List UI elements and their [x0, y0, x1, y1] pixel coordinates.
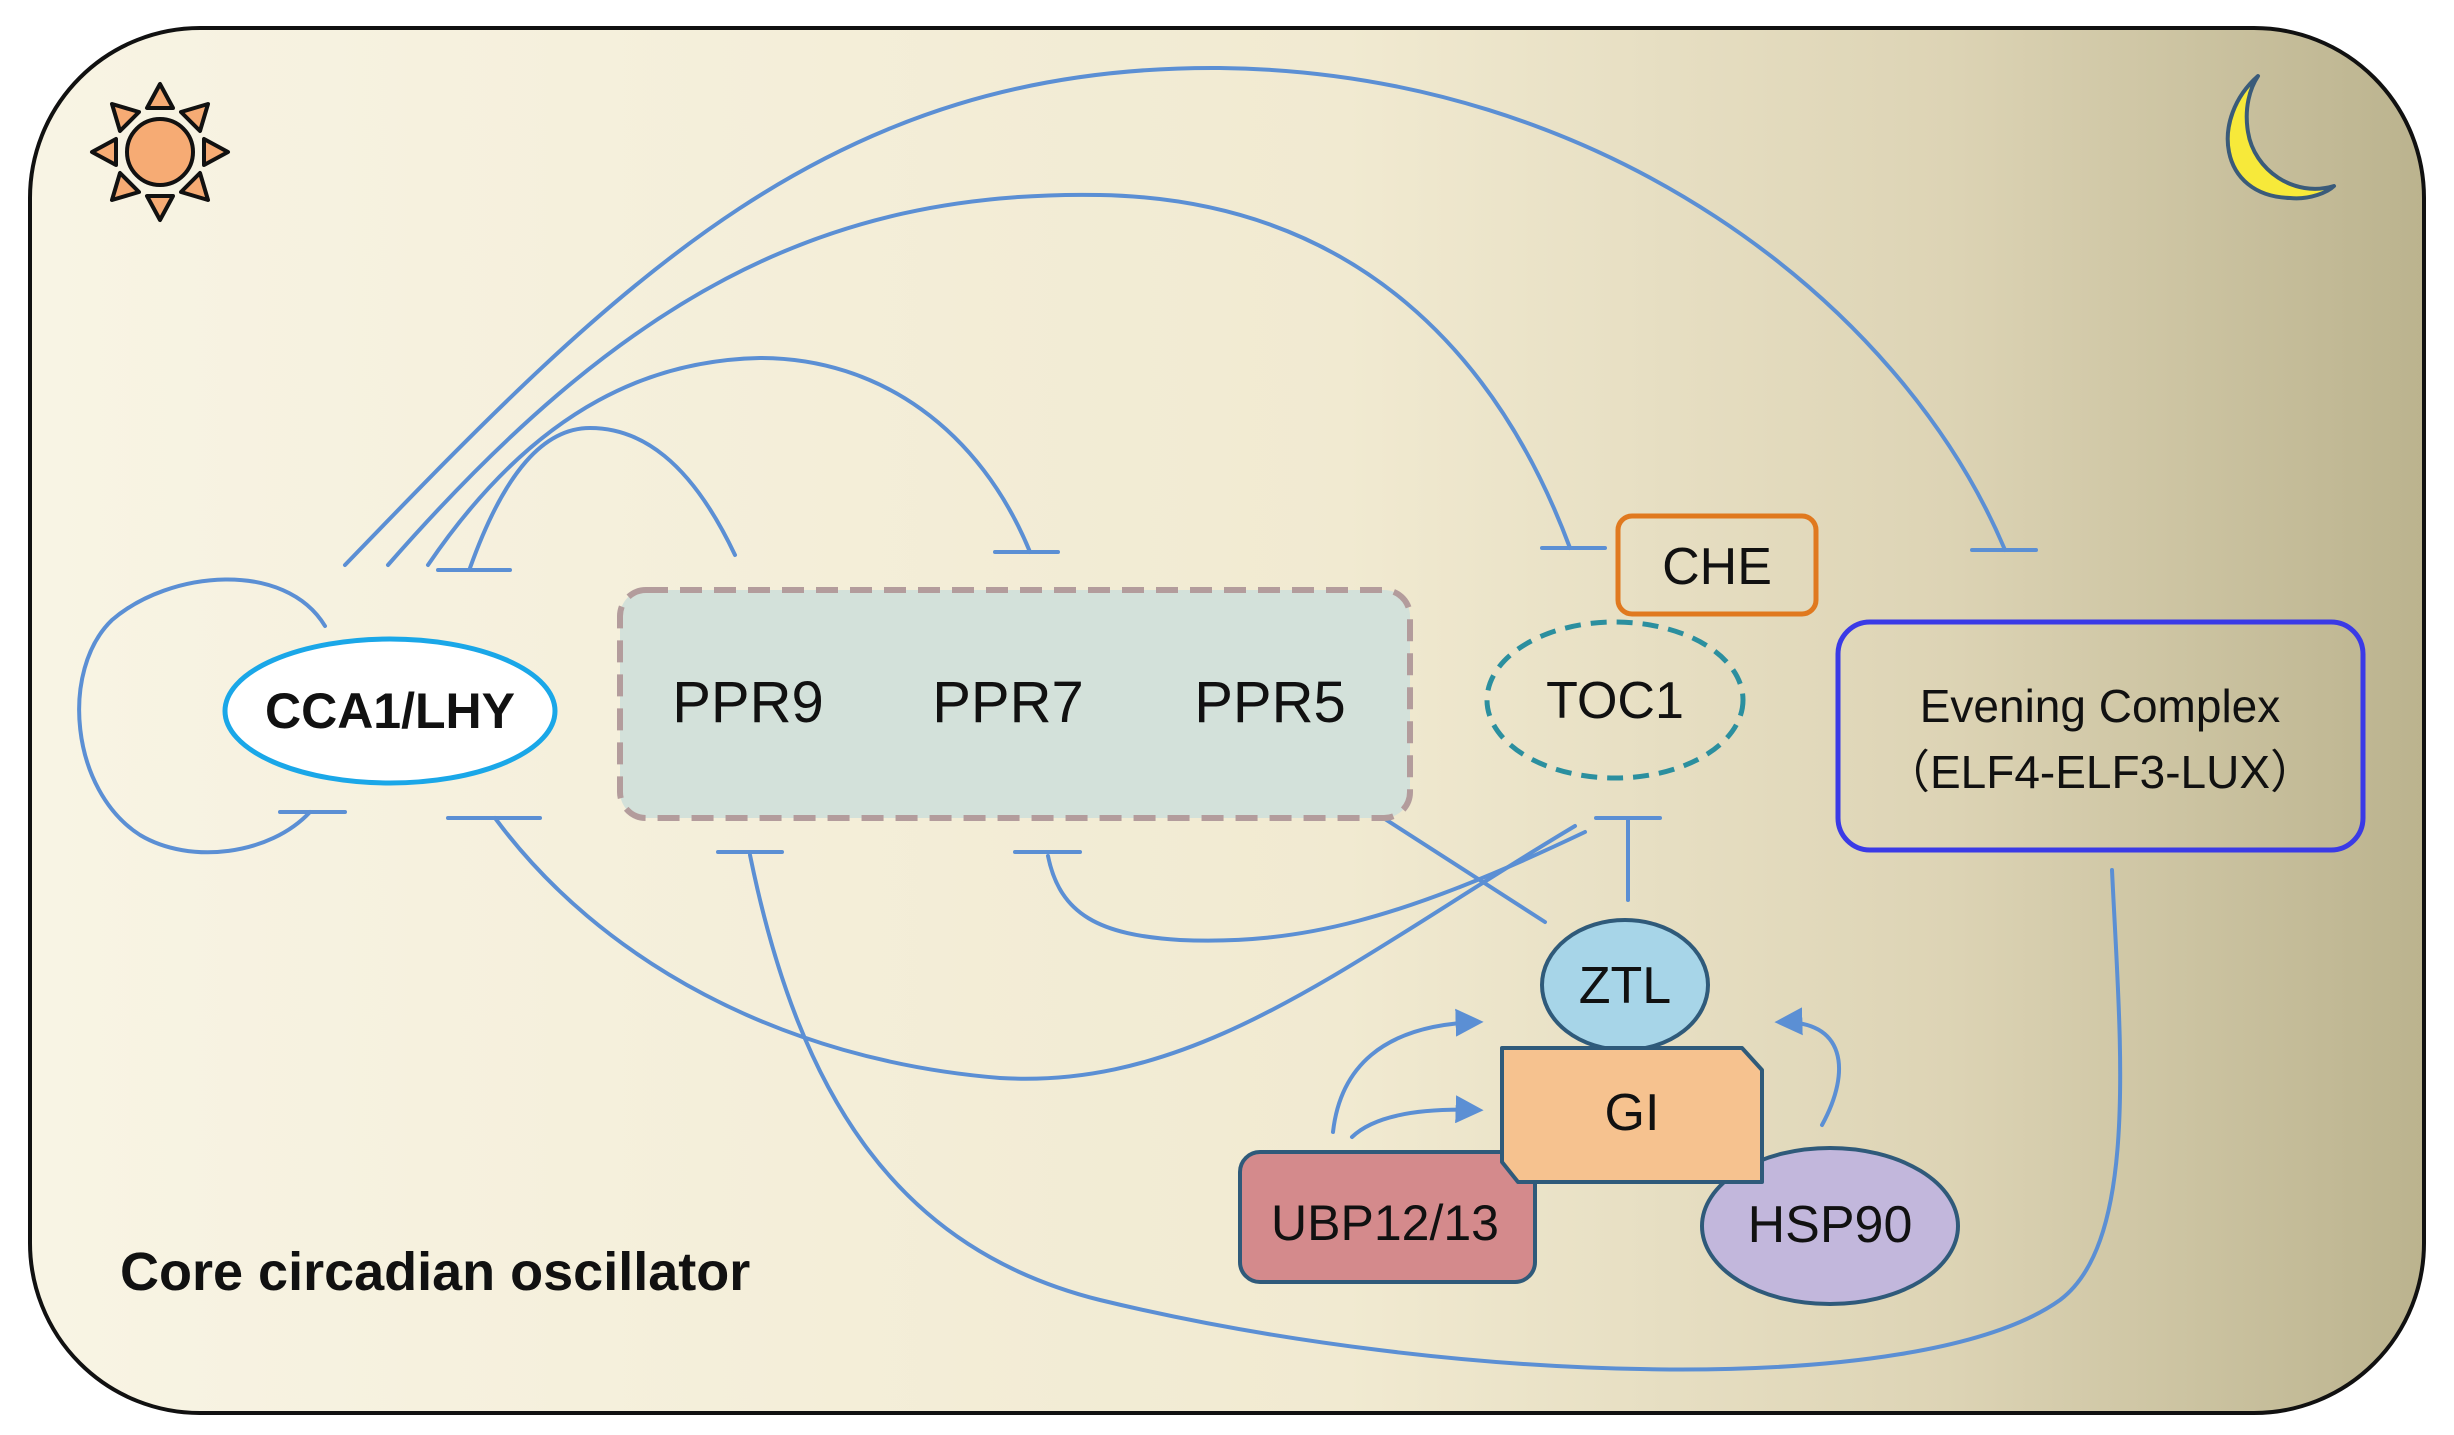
node-ztl: ZTL: [1540, 918, 1710, 1052]
ubp-label: UBP12/13: [1271, 1195, 1499, 1251]
diagram-title: Core circadian oscillator: [120, 1242, 750, 1302]
sun-icon: [90, 82, 230, 222]
node-ubp12-13: UBP12/13: [1238, 1150, 1537, 1284]
arrow-ubp-gi: [1350, 1095, 1484, 1139]
toc1-label: TOC1: [1546, 672, 1684, 730]
node-evening-complex: Evening Complex （ELF4-ELF3-LUX）: [1835, 619, 2366, 853]
moon-icon: [2225, 74, 2336, 201]
edge-toc1-ppr7: [1046, 830, 1587, 943]
gi-label: GI: [1605, 1084, 1660, 1142]
edge-toc1-cca1: [493, 816, 1577, 1081]
ppr5-label: PPR5: [1194, 670, 1346, 735]
node-gi: GI: [1500, 1046, 1764, 1184]
ppr9-label: PPR9: [672, 670, 824, 735]
edge-cca1-ppr7: [426, 355, 1032, 567]
node-ppr-group: PPR9 PPR7 PPR5: [617, 587, 1413, 821]
node-cca1-lhy: CCA1/LHY: [222, 636, 558, 786]
edge-cca1-ec: [343, 65, 2007, 567]
ec-label-line2: （ELF4-ELF3-LUX）: [1884, 746, 2316, 798]
node-che: CHE: [1615, 513, 1819, 617]
node-hsp90: HSP90: [1700, 1146, 1960, 1306]
edge-cca1-toc1: [386, 192, 1572, 567]
arrow-hsp-gi: [1774, 1007, 1842, 1127]
cca1-label: CCA1/LHY: [265, 683, 515, 739]
ztl-label: ZTL: [1579, 957, 1671, 1015]
edge-ec-ppr9: [748, 853, 2123, 1372]
hsp-label: HSP90: [1748, 1196, 1913, 1254]
edge-ppr9-cca1: [468, 425, 737, 570]
ec-label-line1: Evening Complex: [1920, 680, 2281, 732]
edge-cca1-self: [77, 577, 327, 855]
edge-lines: [77, 65, 2123, 1372]
arrow-ubp-ztl: [1331, 1008, 1484, 1134]
ppr7-label: PPR7: [932, 670, 1084, 735]
node-toc1: TOC1: [1484, 619, 1746, 781]
che-label: CHE: [1662, 538, 1772, 596]
